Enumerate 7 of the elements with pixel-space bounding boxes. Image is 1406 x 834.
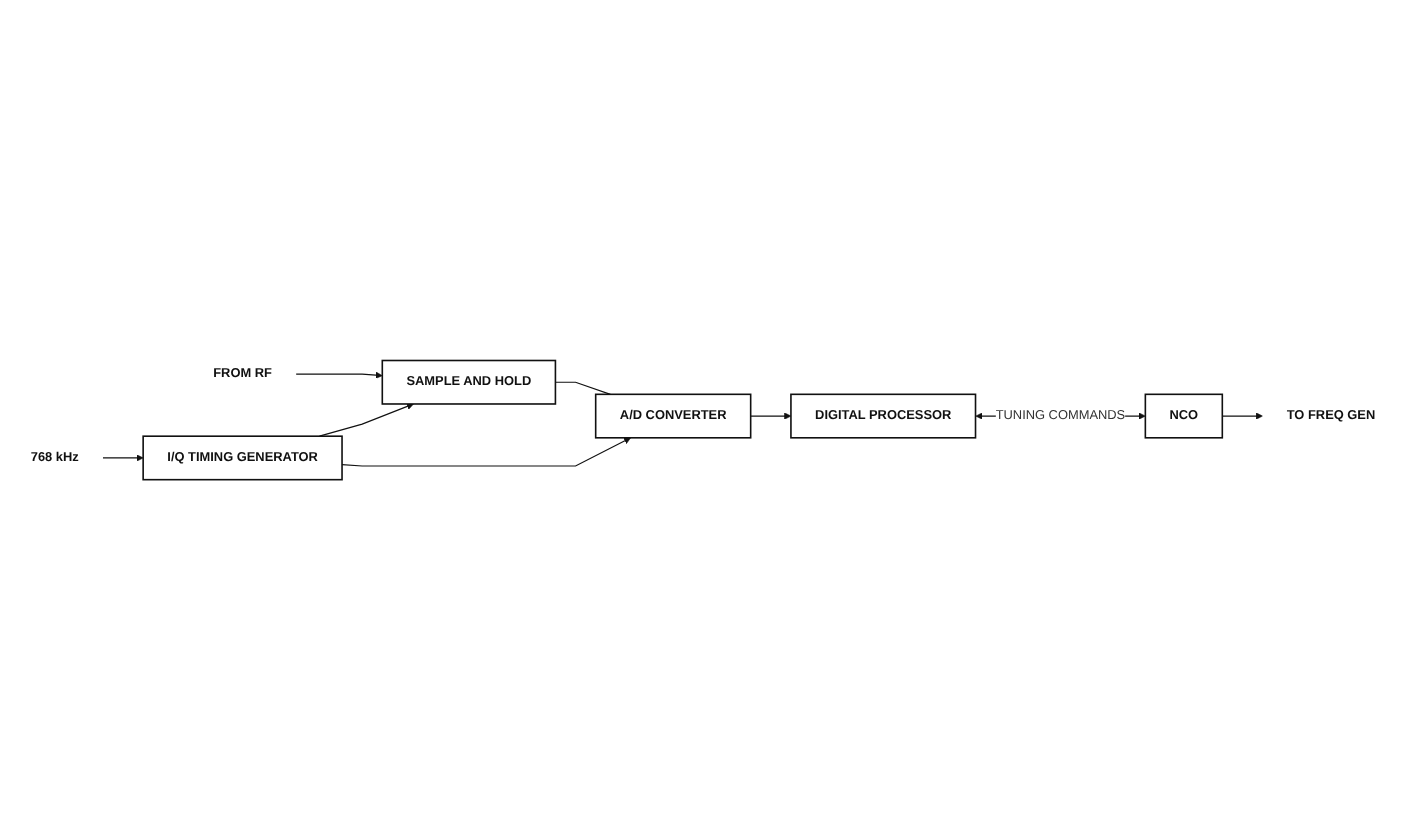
arrow: [1221, 413, 1263, 421]
arrow: [750, 413, 792, 421]
connector: [554, 382, 612, 396]
arrow: [318, 403, 414, 438]
arrow: [295, 372, 383, 380]
arrow: [102, 455, 144, 463]
arrow: [341, 438, 631, 468]
